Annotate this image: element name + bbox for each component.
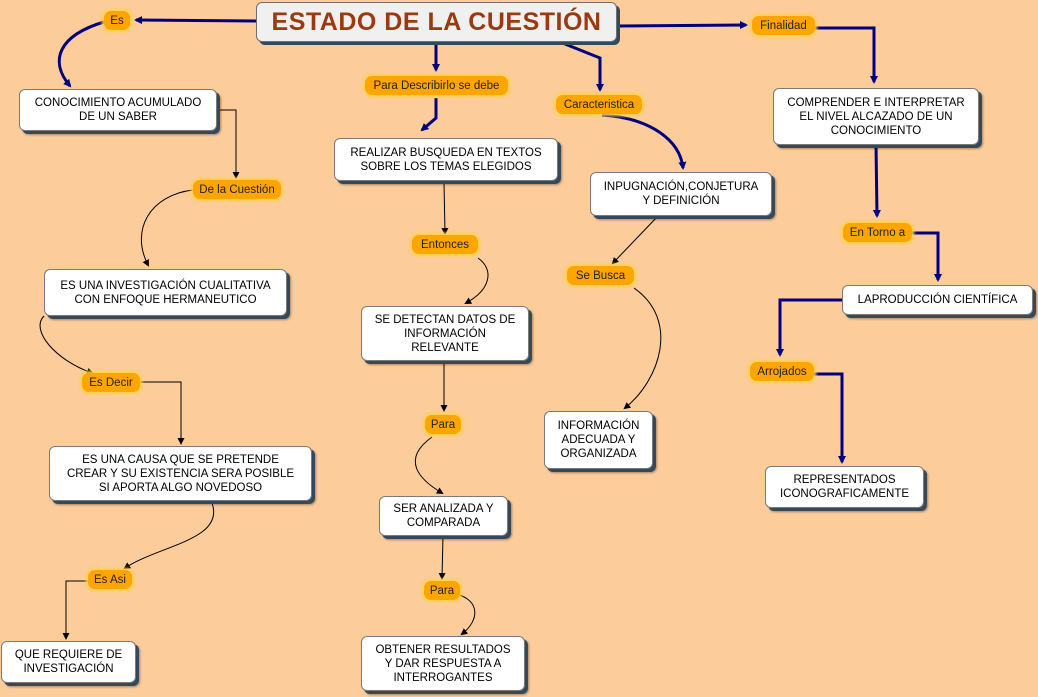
connector-para-2-obtener	[455, 593, 476, 636]
connector-arrojados-representados	[814, 372, 846, 464]
concept-busqueda-textos: REALIZAR BUSQUEDA EN TEXTOS SOBRE LOS TE…	[334, 138, 558, 181]
concept-produccion-cientifica: LAPRODUCCIÓN CIENTÍFICA	[842, 285, 1033, 315]
map-title: ESTADO DE LA CUESTIÓN	[256, 2, 617, 42]
concept-detectan-datos: SE DETECTAN DATOS DE INFORMACIÓN RELEVAN…	[361, 306, 529, 361]
concept-inpugnacion: INPUGNACIÓN,CONJETURA Y DEFINICIÓN	[590, 172, 772, 216]
connector-para-1-analizada	[414, 436, 444, 495]
concept-obtener-resultados: OBTENER RESULTADOS Y DAR RESPUESTA A INT…	[361, 636, 525, 691]
link-caracteristica: Caracteristica	[556, 95, 642, 114]
link-se-busca: Se Busca	[567, 266, 634, 285]
concept-analizada-comparada: SER ANALIZADA Y COMPARADA	[379, 496, 508, 536]
concept-requiere-investigacion: QUE REQUIERE DE INVESTIGACIÓN	[1, 641, 136, 683]
connector-en-torno-produccion	[912, 231, 942, 282]
connector-comprender-en-torno	[872, 143, 881, 218]
connector-para-describirlo-busqueda	[420, 98, 438, 132]
connector-entonces-detectan	[464, 257, 489, 304]
connector-investigacion-es-decir	[39, 315, 94, 375]
link-de-la-cuestion: De la Cuestión	[193, 180, 281, 199]
concept-comprender: COMPRENDER E INTERPRETAR EL NIVEL ALCAZA…	[773, 88, 979, 145]
concept-investigacion-cualitativa: ES UNA INVESTIGACIÓN CUALITATIVA CON ENF…	[44, 269, 287, 316]
connector-title-es	[134, 16, 257, 25]
connector-busqueda-entonces	[441, 182, 449, 235]
connector-conocimiento-de-la-cuestion	[217, 109, 240, 179]
link-es-decir: Es Decir	[82, 373, 140, 392]
connector-title-caracteristica	[559, 40, 604, 92]
connector-finalidad-comprender	[815, 26, 878, 84]
link-para-1: Para	[425, 415, 461, 434]
link-finalidad: Finalidad	[752, 16, 815, 35]
concept-informacion-adecuada: INFORMACIÓN ADECUADA Y ORGANIZADA	[544, 411, 653, 469]
concept-causa: ES UNA CAUSA QUE SE PRETENDE CREAR Y SU …	[49, 446, 312, 501]
connector-es-decir-causa	[140, 381, 185, 445]
link-arrojados: Arrojados	[750, 362, 814, 381]
connector-se-busca-informacion	[623, 287, 662, 410]
link-entonces: Entonces	[412, 235, 478, 254]
connector-inpugnacion-se-busca	[611, 215, 659, 265]
connector-title-finalidad	[617, 21, 748, 30]
link-es: Es	[104, 11, 130, 30]
connector-produccion-arrojados	[776, 298, 842, 357]
connector-es-conocimiento	[57, 20, 105, 88]
concept-conocimiento-acumulado: CONOCIMIENTO ACUMULADO DE UN SABER	[19, 89, 217, 131]
connector-de-la-cuestion-investigacion	[140, 189, 194, 267]
link-es-asi: Es Asi	[88, 570, 132, 589]
link-para-2: Para	[424, 581, 460, 600]
connector-analizada-para-2	[438, 535, 446, 580]
connector-es-asi-requiere	[62, 580, 88, 640]
connector-causa-es-asi	[123, 502, 215, 570]
link-para-describirlo: Para Describirlo se debe	[365, 76, 508, 95]
connector-caracteristica-inpugnacion	[601, 113, 687, 170]
concept-representados: REPRESENTADOS ICONOGRAFICAMENTE	[765, 466, 924, 508]
link-en-torno-a: En Torno a	[843, 223, 912, 242]
